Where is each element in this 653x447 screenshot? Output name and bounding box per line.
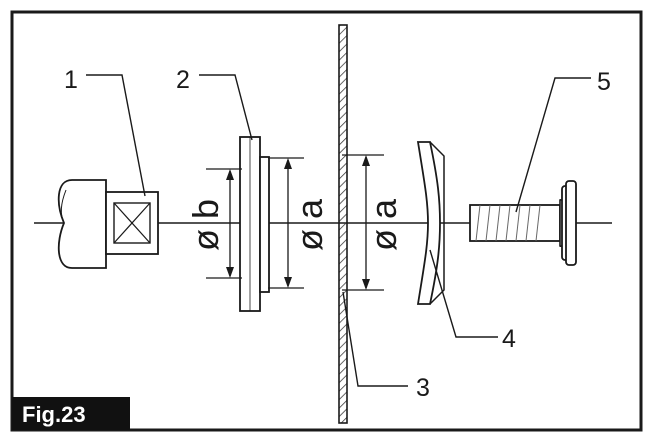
callout-5: 5 bbox=[597, 68, 611, 96]
dimension-a-disc-label: ø a bbox=[363, 198, 404, 251]
part-2-inner-flange bbox=[239, 136, 270, 312]
figure-label-badge bbox=[12, 397, 130, 430]
callout-2: 2 bbox=[176, 66, 190, 94]
callout-3: 3 bbox=[416, 374, 430, 402]
figure-label: Fig.23 bbox=[22, 402, 86, 427]
part-5-bolt bbox=[469, 180, 577, 266]
leader-2 bbox=[199, 74, 253, 141]
callout-4: 4 bbox=[502, 325, 516, 353]
dimension-a-flange-label: ø a bbox=[289, 198, 330, 251]
part-1-arbor bbox=[57, 179, 159, 269]
leader-5 bbox=[515, 77, 591, 213]
leader-lines bbox=[86, 74, 591, 387]
leader-1 bbox=[86, 74, 146, 197]
part-3-saw-blade bbox=[338, 24, 348, 424]
dimension-b-label: ø b bbox=[185, 199, 226, 251]
leader-4 bbox=[429, 249, 498, 338]
dimension-a-disc bbox=[342, 154, 384, 291]
callout-1: 1 bbox=[64, 66, 78, 94]
leader-3 bbox=[342, 291, 408, 387]
dimension-a-flange bbox=[268, 157, 304, 289]
dimension-b bbox=[206, 168, 242, 279]
